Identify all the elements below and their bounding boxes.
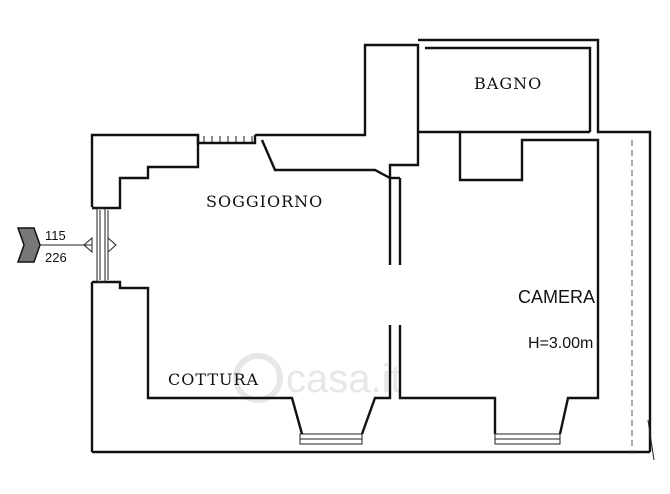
entrance-door [40, 207, 117, 283]
wall-bagno [418, 38, 652, 452]
closet-hatch [203, 136, 253, 142]
entrance-arrow-icon [16, 227, 41, 263]
door-triangle-icon [107, 236, 117, 254]
wall-left-room [90, 133, 200, 210]
wall-soggiorno-top [255, 43, 420, 265]
watermark: casa.it [233, 353, 402, 403]
walls [90, 38, 652, 454]
room-label-soggiorno: SOGGIORNO [206, 192, 323, 211]
wall-niche [196, 135, 257, 145]
wall-cottura-right [360, 325, 392, 435]
wall-soggiorno-step [260, 139, 391, 180]
wall-bagno-inner [425, 46, 592, 132]
wall-camera-bottom-right [418, 130, 600, 435]
wall-camera-bottom [398, 325, 497, 434]
watermark-house-icon [233, 353, 283, 403]
entrance-frame [96, 207, 106, 283]
wall-left-lower [92, 280, 304, 435]
room-label-bagno: BAGNO [474, 74, 542, 93]
entrance-lower-value: 226 [45, 250, 67, 265]
windows [299, 433, 561, 445]
camera-height-label: H=3.00m [528, 335, 593, 352]
room-label-cottura: COTTURA [168, 370, 259, 389]
room-label-camera: CAMERA [518, 287, 595, 307]
watermark-text: casa.it [286, 357, 402, 401]
entrance-upper-value: 115 [45, 228, 66, 243]
